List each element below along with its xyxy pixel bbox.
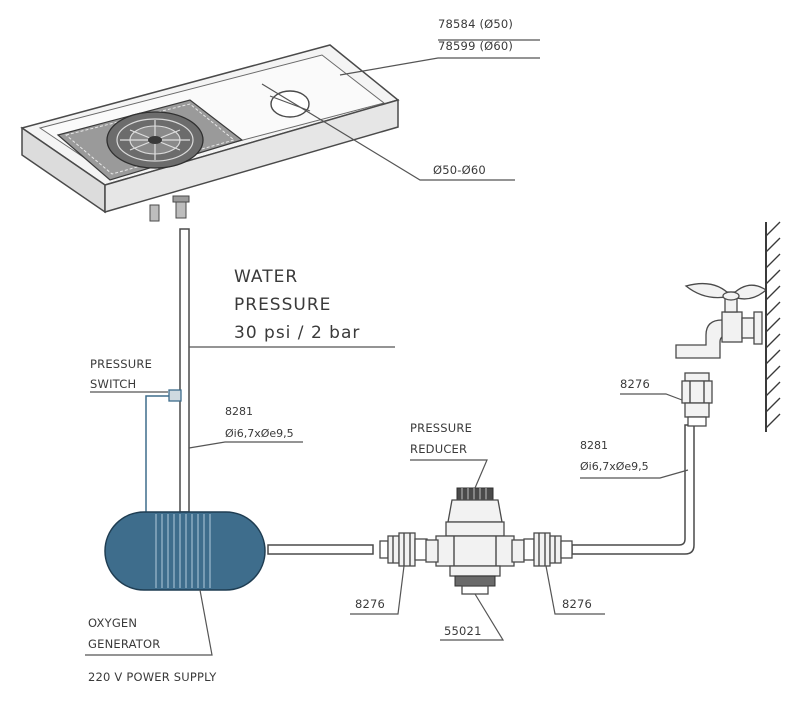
water-tap-icon	[675, 282, 768, 359]
pressure-reducer	[425, 487, 525, 595]
reducer-code-label: 55021	[444, 624, 482, 638]
generator-label-2: GENERATOR	[88, 637, 160, 651]
drain-diameter-label: Ø50-Ø60	[433, 163, 486, 177]
hose-left-code: 8281	[225, 405, 253, 418]
oxygen-generator	[104, 511, 266, 591]
wall-hatch-icon	[765, 221, 781, 432]
fitting-tap	[681, 372, 713, 427]
fitting-right-label: 8276	[562, 597, 592, 611]
hose-left-dims: Øi6,7xØe9,5	[225, 427, 294, 440]
basin-code-60: 78599 (Ø60)	[438, 39, 513, 53]
hose-right-code: 8281	[580, 439, 608, 452]
water-pressure-title-2: PRESSURE	[234, 295, 331, 315]
sink-basin-icon	[20, 44, 400, 222]
water-pressure-value: 30 psi / 2 bar	[234, 323, 360, 343]
generator-label-1: OXYGEN	[88, 616, 137, 630]
reducer-label-1: PRESSURE	[410, 421, 472, 435]
fitting-left	[379, 532, 428, 567]
pressure-switch-label-2: SWITCH	[90, 377, 136, 391]
pressure-switch-label-1: PRESSURE	[90, 357, 152, 371]
fitting-right	[523, 532, 573, 567]
power-supply-label: 220 V POWER SUPPLY	[88, 670, 217, 684]
switch-wire	[145, 395, 169, 518]
fitting-left-label: 8276	[355, 597, 385, 611]
basin-code-50: 78584 (Ø50)	[438, 17, 513, 31]
hose-vertical	[179, 228, 190, 513]
hose-generator-to-fitting	[267, 544, 374, 555]
pressure-switch	[168, 389, 182, 402]
reducer-label-2: REDUCER	[410, 442, 467, 456]
fitting-tap-label: 8276	[620, 377, 650, 391]
water-pressure-title-1: WATER	[234, 267, 298, 287]
hose-right-dims: Øi6,7xØe9,5	[580, 460, 649, 473]
